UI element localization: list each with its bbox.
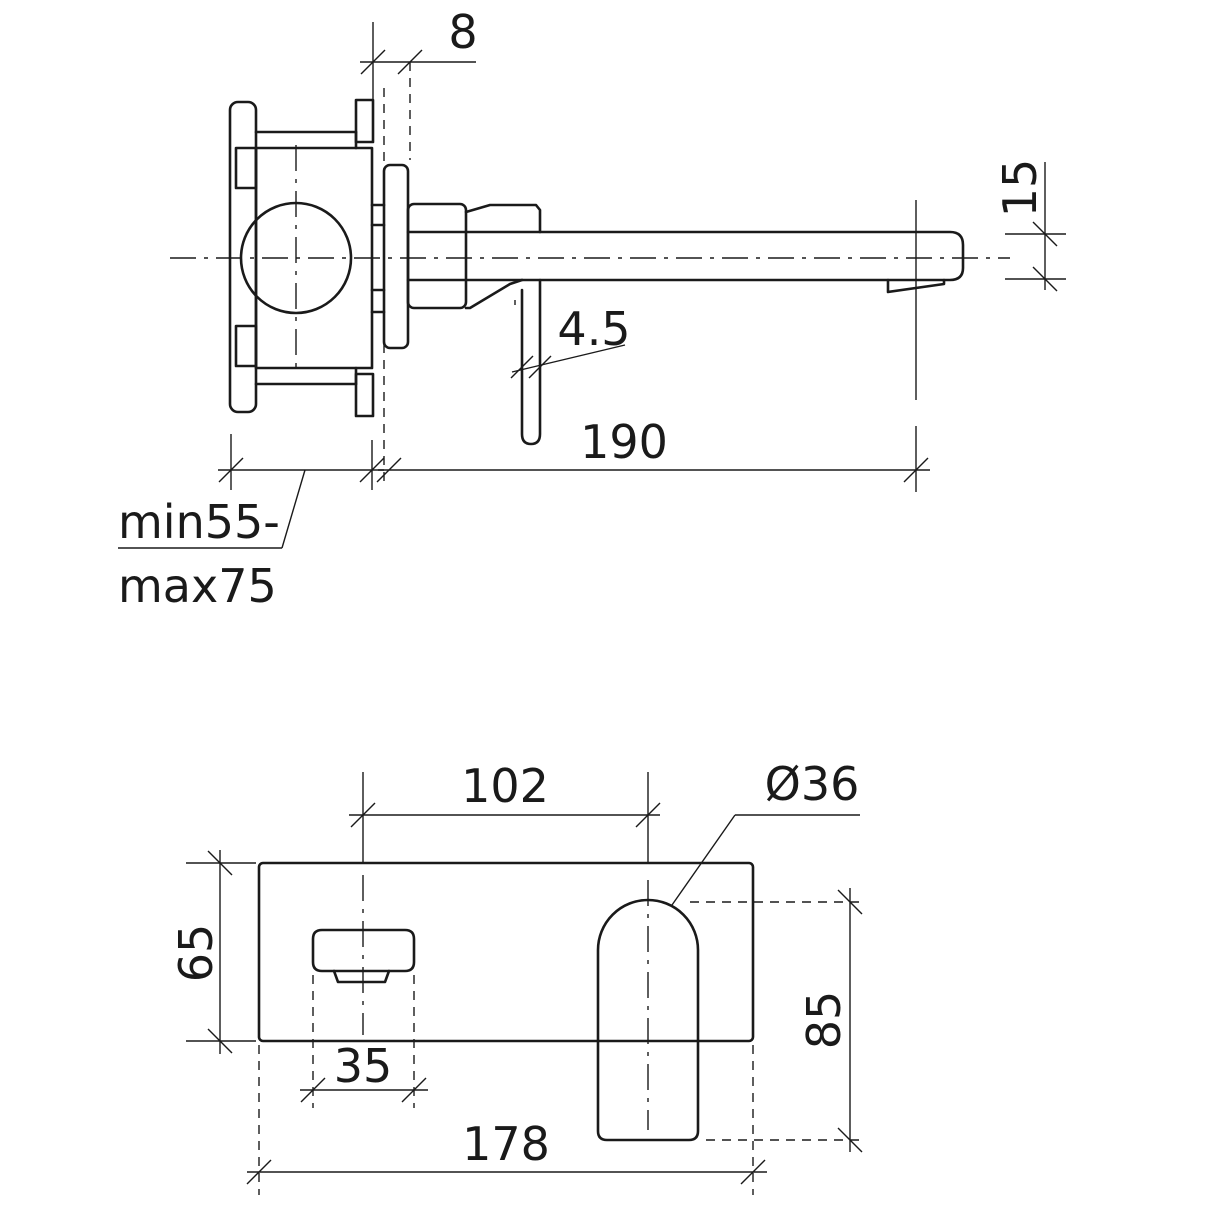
dimension-35: 35 bbox=[300, 975, 428, 1108]
front-view: 102 Ø36 65 85 bbox=[169, 757, 866, 1195]
spout bbox=[406, 202, 965, 310]
front-handle bbox=[596, 880, 700, 1142]
front-tab-bottom bbox=[354, 372, 375, 418]
tick bbox=[360, 49, 386, 75]
dim-label-flange: 8 bbox=[448, 5, 477, 59]
dim-label-outlet-offset: 35 bbox=[334, 1039, 393, 1093]
tick bbox=[207, 850, 233, 876]
dimension-install-depth: min55- max75 bbox=[118, 434, 385, 613]
wall-cover-plate bbox=[382, 163, 410, 350]
dim-label-cover-thickness: 4.5 bbox=[557, 302, 630, 356]
dimension-65: 65 bbox=[169, 850, 256, 1054]
rear-flange-notch-top bbox=[234, 146, 258, 190]
leader-line bbox=[671, 814, 736, 906]
tick bbox=[376, 457, 402, 483]
tick bbox=[837, 889, 863, 915]
dim-label-projection: 190 bbox=[580, 415, 668, 469]
dimension-178: 178 bbox=[246, 1045, 767, 1195]
front-wall-plate bbox=[257, 861, 755, 1043]
tick bbox=[397, 49, 423, 75]
tick bbox=[350, 802, 376, 828]
dim-label-install-depth-1: min55- bbox=[118, 495, 280, 549]
tick bbox=[528, 355, 552, 379]
tick bbox=[1032, 266, 1058, 292]
tick bbox=[740, 1159, 766, 1185]
leader-line bbox=[511, 344, 626, 373]
handle-lower-collar bbox=[464, 278, 524, 310]
dimension-diameter: Ø36 bbox=[671, 757, 860, 906]
front-spout bbox=[311, 875, 416, 1035]
handle-lever bbox=[520, 278, 542, 446]
dimension-102: 102 bbox=[349, 759, 661, 862]
handle-top bbox=[464, 203, 542, 234]
tick bbox=[510, 355, 534, 379]
tick bbox=[300, 1077, 326, 1103]
dim-label-install-depth-2: max75 bbox=[118, 559, 277, 613]
dim-label-plate-height: 65 bbox=[169, 924, 223, 983]
dim-label-handle-drop: 85 bbox=[797, 991, 851, 1050]
dim-label-center-distance: 102 bbox=[461, 759, 549, 813]
rear-flange-notch-bottom bbox=[234, 324, 258, 368]
aerator-front bbox=[332, 969, 391, 984]
spout-outlet bbox=[311, 928, 416, 973]
tick bbox=[401, 1077, 427, 1103]
dimension-15: 15 bbox=[993, 159, 1066, 292]
dim-label-handle-diameter: Ø36 bbox=[765, 757, 860, 811]
tick bbox=[359, 457, 385, 483]
tick bbox=[246, 1159, 272, 1185]
tick bbox=[218, 457, 244, 483]
dim-label-plate-width: 178 bbox=[462, 1117, 550, 1171]
handle-lever-front bbox=[596, 898, 700, 1142]
dimension-190: 190 bbox=[376, 200, 930, 492]
tick bbox=[903, 457, 929, 483]
tick bbox=[1032, 221, 1058, 247]
tick bbox=[635, 802, 661, 828]
front-tab-top bbox=[354, 98, 375, 144]
tick bbox=[837, 1127, 863, 1153]
lever-handle bbox=[464, 278, 542, 446]
mounting-body bbox=[228, 98, 386, 418]
dimension-4-5: 4.5 bbox=[510, 302, 631, 379]
dimension-85: 85 bbox=[690, 888, 866, 1153]
side-view: 8 15 4.5 190 bbox=[118, 5, 1066, 613]
spout-collar bbox=[406, 202, 468, 310]
tick bbox=[207, 1028, 233, 1054]
leader-line bbox=[281, 469, 306, 549]
dimension-8: 8 bbox=[360, 5, 478, 100]
body-box bbox=[254, 146, 374, 370]
dim-label-outlet-height: 15 bbox=[993, 159, 1047, 218]
spout-body bbox=[406, 230, 965, 282]
